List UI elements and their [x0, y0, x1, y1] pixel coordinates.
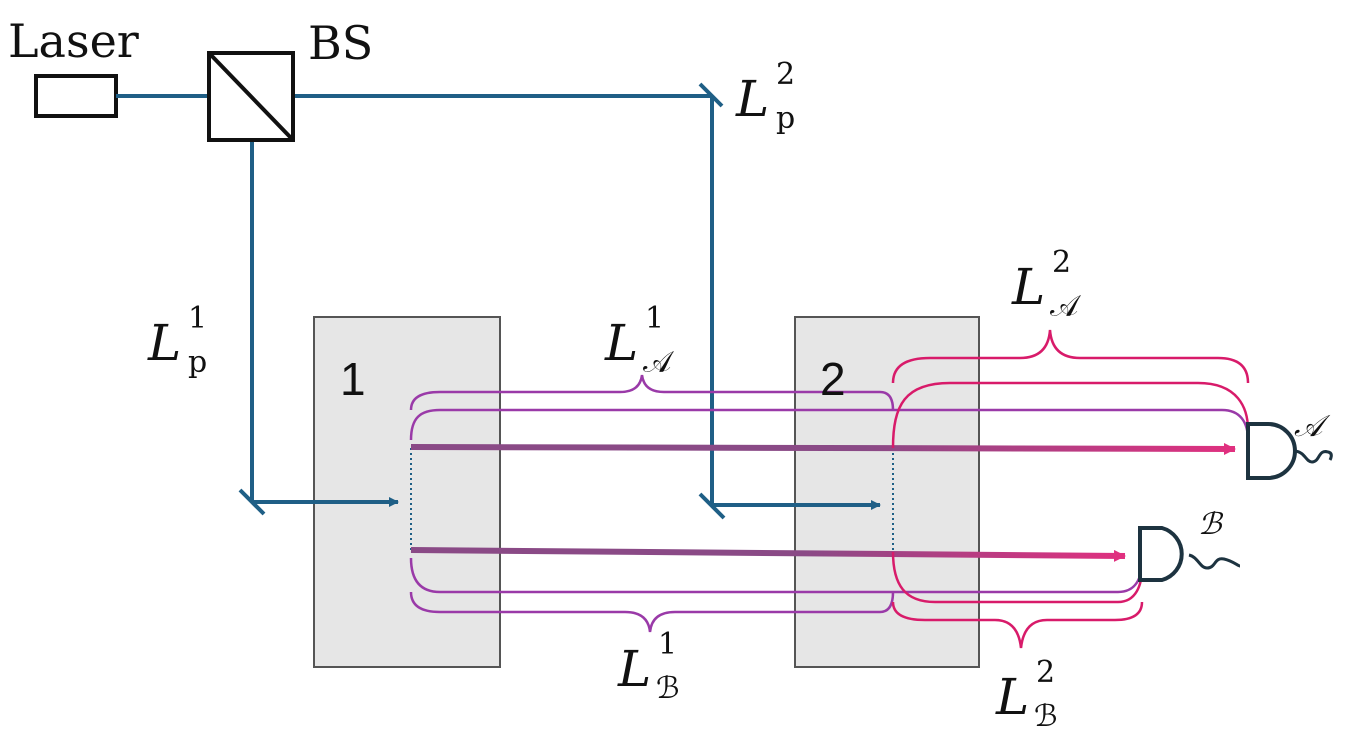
l2-path-outlines [891, 381, 1250, 604]
mirror-p1 [238, 488, 266, 516]
bs-label: BS [308, 16, 374, 70]
label-la2: L 2 𝒜 [1012, 245, 1079, 324]
photon-path-a [410, 442, 1236, 455]
detector-a-label: 𝒜 [1294, 409, 1323, 444]
label-la1: L 1 𝒜 [605, 301, 672, 380]
label-lb1: L 1 ℬ [618, 627, 680, 706]
beam-splitter [207, 51, 295, 142]
pump-beams [116, 94, 881, 510]
label-lp2: L 2 p [736, 57, 796, 136]
detector-a [1246, 422, 1333, 480]
mirror-crystal2 [698, 492, 726, 520]
mirrors [238, 82, 726, 520]
crystal-1 [313, 316, 501, 668]
laser-label: Laser [8, 14, 139, 68]
mirror-p2 [698, 82, 724, 108]
brace-la2 [891, 329, 1250, 384]
photon-path-b [410, 547, 1126, 562]
label-lb2: L 2 ℬ [996, 655, 1058, 734]
detector-b [1138, 526, 1241, 582]
brace-lb1 [409, 591, 895, 633]
detector-b-label: ℬ [1198, 507, 1222, 542]
laser-box [34, 74, 118, 118]
crystal-1-label: 1 [340, 353, 366, 405]
label-lp1: L 1 p [148, 301, 208, 380]
brace-lb2 [891, 601, 1144, 649]
brace-la1 [409, 374, 895, 411]
crystal-2-label: 2 [820, 353, 846, 405]
